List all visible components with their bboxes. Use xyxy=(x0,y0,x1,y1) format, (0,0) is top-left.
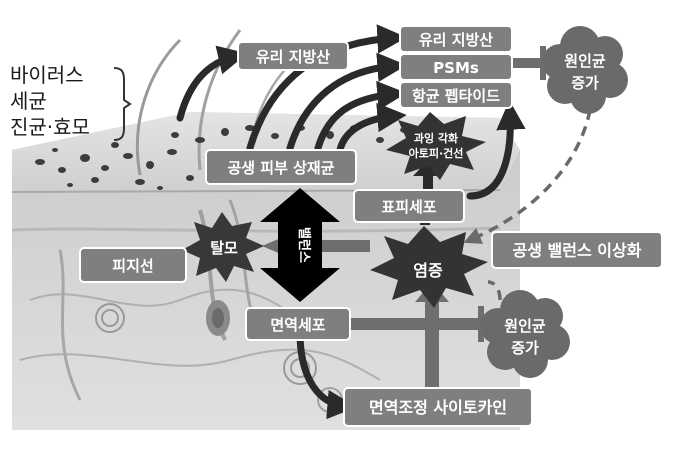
arrow-to-psms xyxy=(286,52,407,152)
ffa-right-box xyxy=(399,25,513,53)
epidermal-box xyxy=(353,189,465,223)
arrow-to-peptide xyxy=(314,80,407,152)
pathogen-cloud-bottom xyxy=(480,290,570,378)
arrow-immune-to-cytokine xyxy=(296,328,357,420)
peptide-box xyxy=(399,81,513,109)
pathogen-cloud-top xyxy=(542,26,628,114)
ffa-top-box xyxy=(237,41,349,71)
immune-cells-box xyxy=(245,307,351,341)
pathogen-top-line1: 원인균 xyxy=(564,52,606,70)
balance-label: 밸런스 xyxy=(296,227,311,263)
pathogen-bottom-line1: 원인균 xyxy=(504,317,546,335)
psms-box xyxy=(399,53,513,81)
inflammation-burst xyxy=(370,226,488,308)
hair-loss-burst xyxy=(182,212,264,282)
hyperkeratosis-line1: 과잉 각화 xyxy=(414,131,458,145)
inflammation-label: 염증 xyxy=(413,261,443,280)
pathogen-top-line2: 증가 xyxy=(571,74,599,92)
arrow-epidermal-to-peptide xyxy=(466,100,526,200)
hair-loss-label: 탈모 xyxy=(210,239,238,257)
epidermal-label: 표피세포 xyxy=(381,198,436,216)
hyperkeratosis-line2: 아토피·건선 xyxy=(409,146,464,160)
commensal-box xyxy=(205,149,357,185)
psms-label: PSMs xyxy=(433,59,479,77)
immune-cells-label: 면역세포 xyxy=(270,316,325,334)
cytokine-label: 면역조정 사이토카인 xyxy=(369,398,507,417)
microbes-line3: 진균·효모 xyxy=(10,115,90,139)
sebaceous-box xyxy=(79,247,187,283)
sebaceous-label: 피지선 xyxy=(112,257,153,275)
boxes xyxy=(79,25,663,427)
cytokine-box xyxy=(343,387,533,427)
microbes-line2: 세균 xyxy=(10,89,47,113)
microbes-bracket xyxy=(113,67,132,141)
pathogen-bottom-line2: 증가 xyxy=(511,339,539,357)
ffa-right-label: 유리 지방산 xyxy=(419,31,493,49)
commensal-label: 공생 피부 상재균 xyxy=(227,159,334,177)
arrow-to-peptide-2 xyxy=(336,102,407,154)
hyperkeratosis-burst xyxy=(386,112,486,180)
balance-arrow xyxy=(260,188,340,302)
arrow-to-ffa-top xyxy=(176,45,248,122)
imbalance-box xyxy=(491,231,663,269)
dashed-arrows xyxy=(463,109,592,301)
peptide-label: 항균 펩타이드 xyxy=(412,87,500,105)
ffa-top-label: 유리 지방산 xyxy=(256,48,330,66)
microbes-line1: 바이러스 xyxy=(10,63,84,87)
imbalance-label: 공생 밸런스 이상화 xyxy=(513,241,642,260)
